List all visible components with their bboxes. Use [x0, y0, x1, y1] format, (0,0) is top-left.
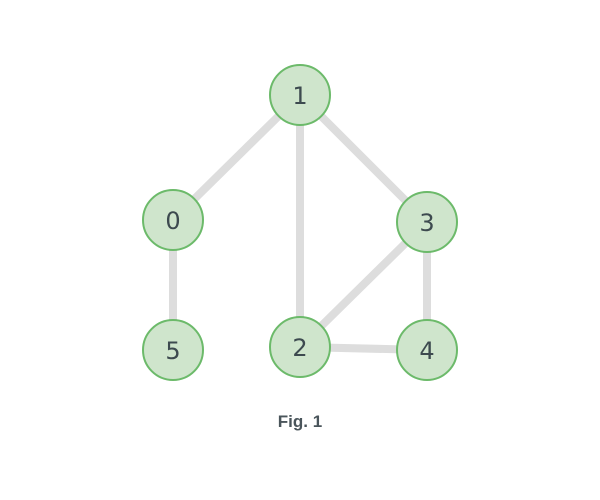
node-label: 0	[165, 207, 180, 235]
node-label: 1	[292, 82, 307, 110]
node-circle	[396, 191, 458, 253]
node-circle	[269, 64, 331, 126]
node-circle	[396, 319, 458, 381]
node-5: 5	[142, 319, 204, 381]
node-circle	[269, 316, 331, 378]
node-label: 5	[165, 337, 180, 365]
figure-caption: Fig. 1	[277, 412, 323, 431]
node-1: 1	[269, 64, 331, 126]
node-label: 3	[419, 209, 434, 237]
node-4: 4	[396, 319, 458, 381]
node-0: 0	[142, 189, 204, 251]
node-circle	[142, 319, 204, 381]
node-2: 2	[269, 316, 331, 378]
node-circle	[142, 189, 204, 251]
node-3: 3	[396, 191, 458, 253]
node-label: 2	[292, 334, 307, 362]
node-label: 4	[419, 337, 434, 365]
